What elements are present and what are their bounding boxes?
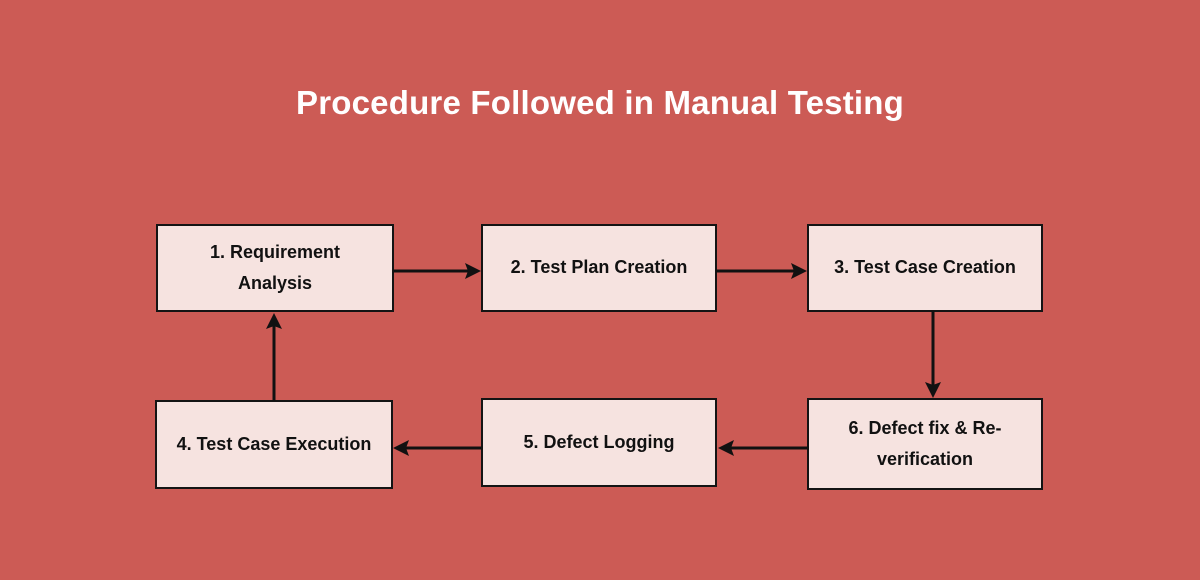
arrow-left-icon-5-to-4 bbox=[391, 432, 483, 464]
arrow-right-icon-2-to-3 bbox=[716, 255, 809, 287]
flow-node-test-case-execution[interactable]: 4. Test Case Execution bbox=[155, 400, 393, 489]
flow-node-defect-fix-reverification[interactable]: 6. Defect fix & Re-verification bbox=[807, 398, 1043, 490]
arrow-right-icon-1-to-2 bbox=[393, 255, 483, 287]
flow-node-label: 6. Defect fix & Re-verification bbox=[848, 417, 1002, 470]
arrow-down-icon-3-to-6 bbox=[917, 311, 949, 400]
flow-node-label: 5. Defect Logging bbox=[523, 431, 675, 452]
flow-node-test-case-creation[interactable]: 3. Test Case Creation bbox=[807, 224, 1043, 312]
page-title: Procedure Followed in Manual Testing bbox=[296, 84, 904, 121]
flow-node-label: 1. Requirement Analysis bbox=[209, 241, 341, 294]
flow-node-requirement-analysis[interactable]: 1. Requirement Analysis bbox=[156, 224, 394, 312]
flow-node-test-plan-creation[interactable]: 2. Test Plan Creation bbox=[481, 224, 717, 312]
arrow-up-icon-4-to-1 bbox=[258, 311, 290, 401]
arrow-left-icon-6-to-5 bbox=[716, 432, 809, 464]
flow-node-label: 3. Test Case Creation bbox=[834, 257, 1016, 278]
flow-node-label: 4. Test Case Execution bbox=[176, 433, 372, 454]
flow-node-label: 2. Test Plan Creation bbox=[510, 257, 688, 278]
flow-node-defect-logging[interactable]: 5. Defect Logging bbox=[481, 398, 717, 487]
